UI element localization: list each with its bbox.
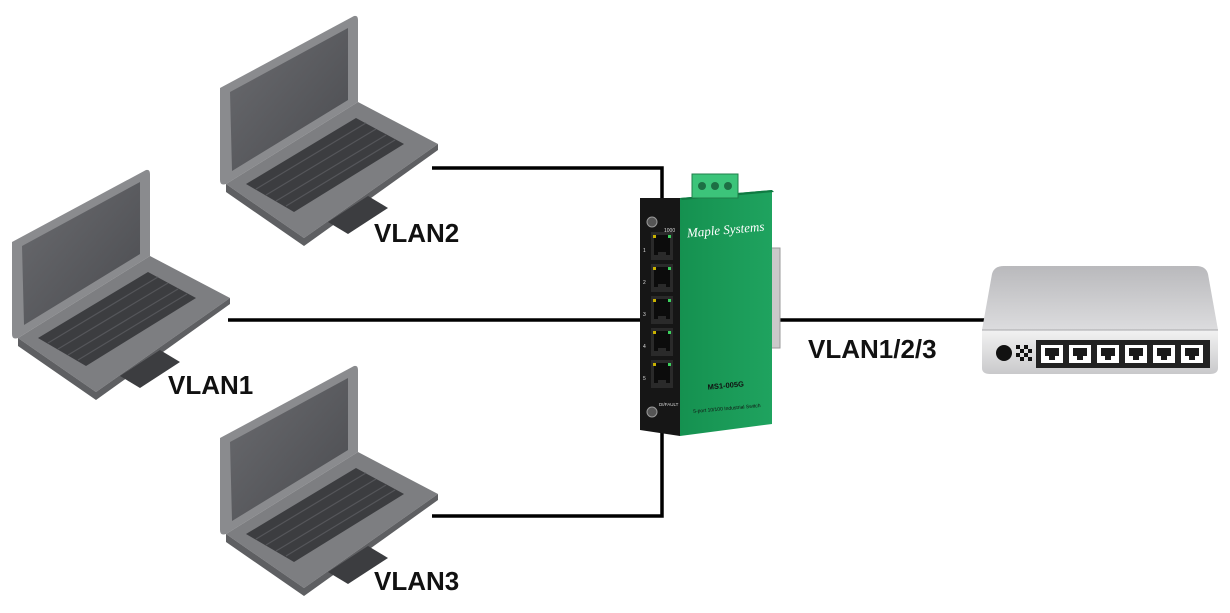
switch-port-number: 5 xyxy=(643,376,646,382)
ethernet-port-icon xyxy=(1151,343,1177,365)
switch-port-number: 2 xyxy=(643,280,646,286)
ethernet-port-icon xyxy=(1067,343,1093,365)
ethernet-port-icon xyxy=(651,360,673,388)
switch-fault-label: DI/FAULT xyxy=(659,402,679,407)
ethernet-port-icon xyxy=(1095,343,1121,365)
ethernet-port-icon xyxy=(1179,343,1205,365)
cable-vlan3 xyxy=(432,432,664,518)
cables xyxy=(228,166,990,518)
ethernet-port-icon xyxy=(651,328,673,356)
switch-port-number: 3 xyxy=(643,312,646,318)
laptop-icon xyxy=(11,169,231,401)
switch-speed-label: 1000 xyxy=(664,228,675,234)
switch-port-number: 4 xyxy=(643,344,646,350)
switch-brand-logo: Maple Systems xyxy=(685,219,765,241)
ethernet-port-icon xyxy=(651,264,673,292)
ethernet-port-icon xyxy=(651,232,673,260)
cable-vlan2 xyxy=(432,166,664,200)
switch-port-number: 1 xyxy=(643,248,646,254)
vlan2-label: VLAN2 xyxy=(374,218,460,248)
switch-model-label: MS1-005G xyxy=(707,379,744,391)
switch-description-label: 5-port 10/100 Industrial Switch xyxy=(693,403,761,415)
network-router-icon xyxy=(982,266,1218,374)
industrial-switch-icon xyxy=(640,173,781,436)
trunk-vlan-label: VLAN1/2/3 xyxy=(808,334,937,364)
ethernet-port-icon xyxy=(1123,343,1149,365)
laptop-icon xyxy=(219,15,439,247)
ethernet-port-icon xyxy=(1039,343,1065,365)
ethernet-port-icon xyxy=(651,296,673,324)
vlan1-label: VLAN1 xyxy=(168,370,254,400)
vlan3-label: VLAN3 xyxy=(374,566,460,596)
